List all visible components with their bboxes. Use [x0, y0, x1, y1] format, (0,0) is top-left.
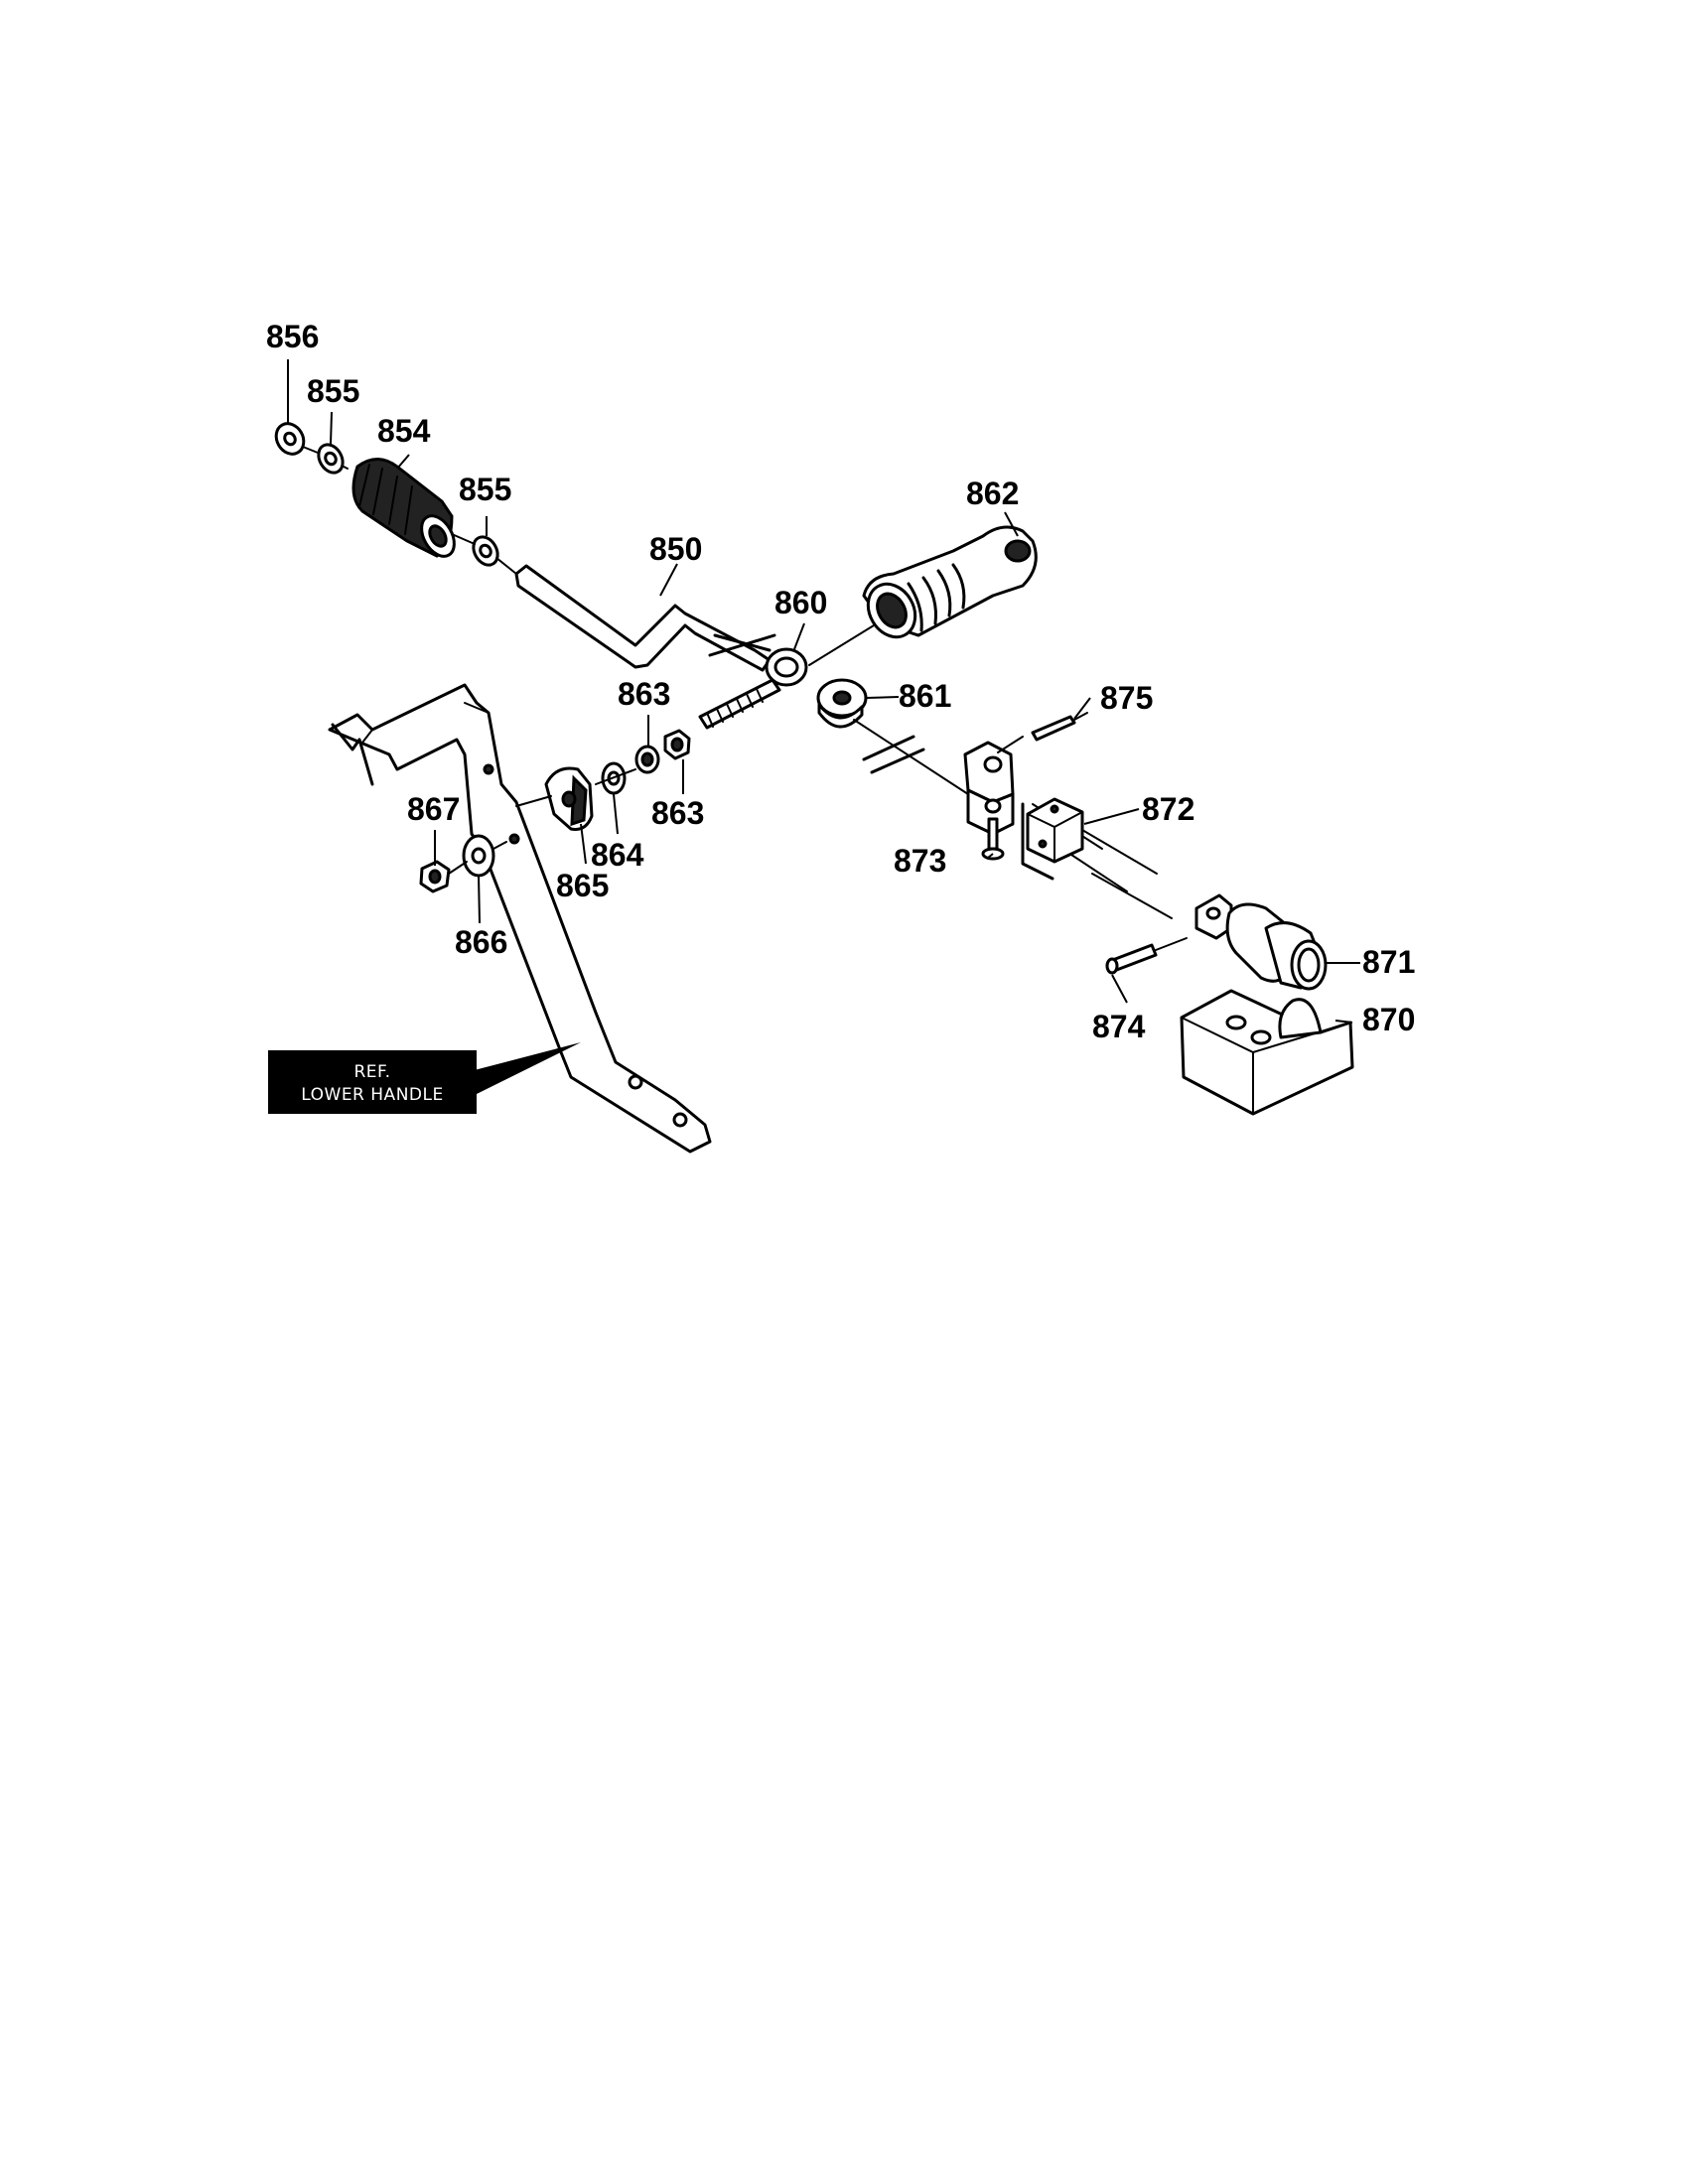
eye-bolt — [698, 647, 808, 730]
nut-863-a — [634, 745, 660, 774]
lower-handle — [328, 683, 712, 1154]
nut-863-b — [663, 729, 691, 760]
mount-block-870 — [1180, 989, 1354, 1116]
block-872 — [1021, 797, 1158, 881]
callout-850: 850 — [649, 531, 702, 567]
callout-861: 861 — [899, 678, 951, 714]
washer-861 — [816, 678, 868, 729]
callout-855-b: 855 — [459, 472, 511, 507]
callout-870: 870 — [1362, 1002, 1415, 1037]
callout-860: 860 — [774, 585, 827, 620]
callout-867: 867 — [407, 791, 460, 827]
callout-873: 873 — [894, 843, 946, 879]
callout-863-b: 863 — [651, 795, 704, 831]
callout-862: 862 — [966, 476, 1019, 511]
shift-rod — [514, 564, 776, 672]
callout-875: 875 — [1100, 680, 1153, 716]
reference-line-1: REF. — [353, 1062, 390, 1082]
pin-875 — [997, 712, 1088, 753]
washer-866 — [462, 834, 495, 878]
clevis-871 — [1194, 893, 1328, 991]
callout-866: 866 — [455, 924, 507, 960]
callout-855-a: 855 — [307, 373, 359, 409]
callout-856: 856 — [266, 319, 319, 354]
nut-867 — [419, 860, 451, 893]
reference-box: REF. LOWER HANDLE — [268, 1042, 581, 1114]
clevis-upper — [963, 741, 1015, 836]
callout-871: 871 — [1362, 944, 1415, 980]
reference-line-2: LOWER HANDLE — [301, 1085, 443, 1105]
callout-865: 865 — [556, 868, 609, 903]
cable-ferrule — [808, 525, 1038, 666]
washer-856 — [274, 422, 306, 456]
washer-855-b — [472, 535, 499, 567]
leader-lines — [287, 359, 1360, 1024]
washer-855-a — [317, 443, 345, 475]
callouts: 856 855 854 855 850 860 862 861 863 863 … — [266, 319, 1415, 1044]
bracket-865 — [515, 766, 636, 831]
callout-874: 874 — [1092, 1009, 1146, 1044]
bolt-873 — [981, 817, 1005, 861]
callout-863-a: 863 — [618, 676, 670, 712]
pin-874 — [1105, 937, 1188, 975]
callout-854: 854 — [377, 413, 431, 449]
knob — [351, 458, 456, 558]
callout-872: 872 — [1142, 791, 1194, 827]
callout-864: 864 — [591, 837, 644, 873]
